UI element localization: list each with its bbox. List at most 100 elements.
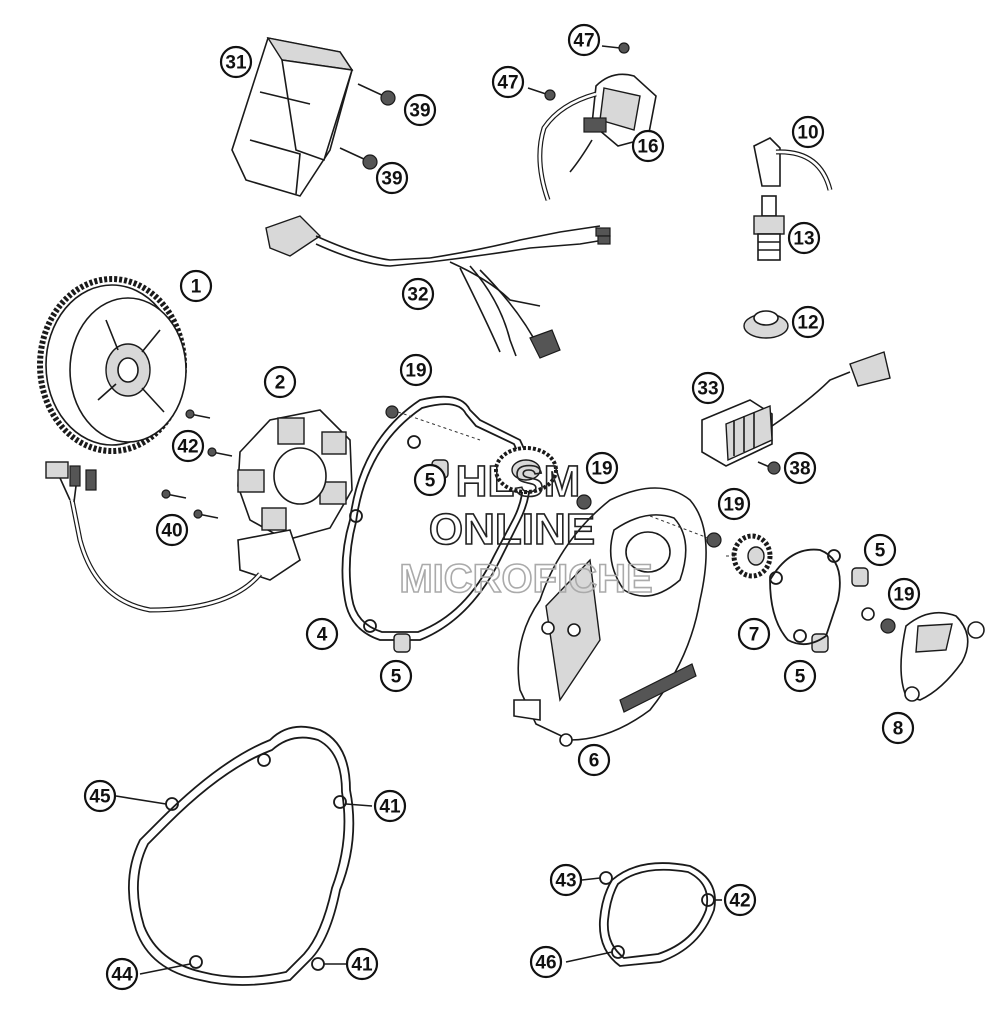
callout-number: 1 — [191, 277, 202, 298]
callout-c13: 13 — [787, 221, 821, 255]
callout-circle — [631, 129, 665, 163]
callout-c42b: 42 — [723, 883, 757, 917]
coil-bolt-upper — [601, 42, 630, 54]
callout-number: 2 — [275, 373, 286, 394]
dowel-pin-b — [851, 567, 869, 587]
callout-circle — [529, 945, 563, 979]
watermark: HLSM ONLINE MICROFICHE — [399, 456, 654, 602]
callout-circle — [887, 577, 921, 611]
large-gasket-part — [128, 725, 355, 986]
callout-number: 44 — [111, 965, 133, 986]
callout-number: 16 — [637, 137, 658, 158]
watermark-line-1: HLSM — [456, 457, 581, 506]
callout-number: 12 — [797, 313, 818, 334]
callout-c19b: 19 — [585, 451, 619, 485]
callout-c46: 46 — [529, 945, 563, 979]
spark-plug-part — [753, 195, 785, 261]
callout-circle — [549, 863, 583, 897]
stator-bolts-42 — [185, 409, 233, 457]
callout-c2: 2 — [263, 365, 297, 399]
regulator-bolt-38 — [757, 461, 781, 475]
callout-circle — [373, 789, 407, 823]
callout-circle — [881, 711, 915, 745]
ignition-cover-part — [513, 487, 707, 747]
callout-number: 43 — [555, 871, 576, 892]
callout-c10: 10 — [791, 115, 825, 149]
callout-number: 19 — [723, 495, 744, 516]
spark-plug-cap-part — [753, 137, 833, 191]
small-gasket-part — [769, 548, 841, 646]
center-gear-part — [494, 446, 558, 494]
right-gear-part — [726, 533, 773, 579]
cover-gasket-part — [341, 395, 531, 641]
callout-circle — [783, 659, 817, 693]
small-cover-part — [900, 611, 985, 702]
callout-circle — [403, 93, 437, 127]
callout-number: 5 — [875, 541, 886, 562]
callout-circle — [691, 371, 725, 405]
callout-circle — [737, 617, 771, 651]
callout-number: 5 — [425, 471, 436, 492]
callout-number: 5 — [391, 667, 402, 688]
callout-circle — [863, 533, 897, 567]
callout-number: 38 — [789, 459, 810, 480]
callout-circle — [783, 451, 817, 485]
grommet-part — [743, 310, 789, 339]
callout-c5c: 5 — [379, 659, 413, 693]
callout-number: 5 — [795, 667, 806, 688]
callout-circle — [305, 617, 339, 651]
callout-c47a: 47 — [567, 23, 601, 57]
callout-number: 47 — [573, 31, 594, 52]
callout-c5d: 5 — [783, 659, 817, 693]
callout-c44: 44 — [105, 957, 139, 991]
callout-layer: 3139394747161013123212424019519193338519… — [83, 23, 921, 991]
callout-number: 19 — [893, 585, 914, 606]
callout-c8: 8 — [881, 711, 915, 745]
callout-c33: 33 — [691, 371, 725, 405]
callout-c5b: 5 — [863, 533, 897, 567]
callout-number: 33 — [697, 379, 718, 400]
callout-number: 46 — [535, 953, 556, 974]
callout-c42a: 42 — [171, 429, 205, 463]
callout-number: 45 — [89, 787, 111, 808]
center-nut-19 — [576, 494, 592, 510]
callout-circle — [791, 115, 825, 149]
cdi-screw-lower — [339, 147, 378, 170]
callout-circle — [585, 451, 619, 485]
callout-circle — [179, 269, 213, 303]
callout-circle — [567, 23, 601, 57]
small-bottom-gasket-part — [598, 862, 716, 967]
callout-circle — [399, 353, 433, 387]
callout-number: 31 — [225, 53, 247, 74]
flywheel-part — [37, 276, 187, 454]
callout-c12: 12 — [791, 305, 825, 339]
coil-bolt-left — [527, 87, 556, 101]
callout-circle — [577, 743, 611, 777]
callout-circle — [375, 161, 409, 195]
callout-c41b: 41 — [345, 947, 379, 981]
callout-number: 39 — [409, 101, 430, 122]
callout-circle — [83, 779, 117, 813]
callout-c1: 1 — [179, 269, 213, 303]
callout-number: 10 — [797, 123, 818, 144]
stator-part — [45, 409, 353, 613]
callout-circle — [345, 947, 379, 981]
callout-number: 40 — [161, 521, 182, 542]
callout-number: 39 — [381, 169, 402, 190]
callout-circle — [717, 487, 751, 521]
callout-circle — [263, 365, 297, 399]
callout-number: 32 — [407, 285, 428, 306]
callout-circle — [105, 957, 139, 991]
callout-circle — [401, 277, 435, 311]
callout-c38: 38 — [783, 451, 817, 485]
callout-number: 42 — [177, 437, 198, 458]
callout-circle — [379, 659, 413, 693]
bottom-leaders — [115, 795, 722, 975]
stator-bolts-40 — [161, 489, 219, 519]
callout-c19c: 19 — [717, 487, 751, 521]
callout-number: 42 — [729, 891, 750, 912]
cdi-screw-upper — [357, 83, 396, 106]
small-cover-washer — [861, 607, 875, 621]
callout-number: 6 — [589, 751, 600, 772]
